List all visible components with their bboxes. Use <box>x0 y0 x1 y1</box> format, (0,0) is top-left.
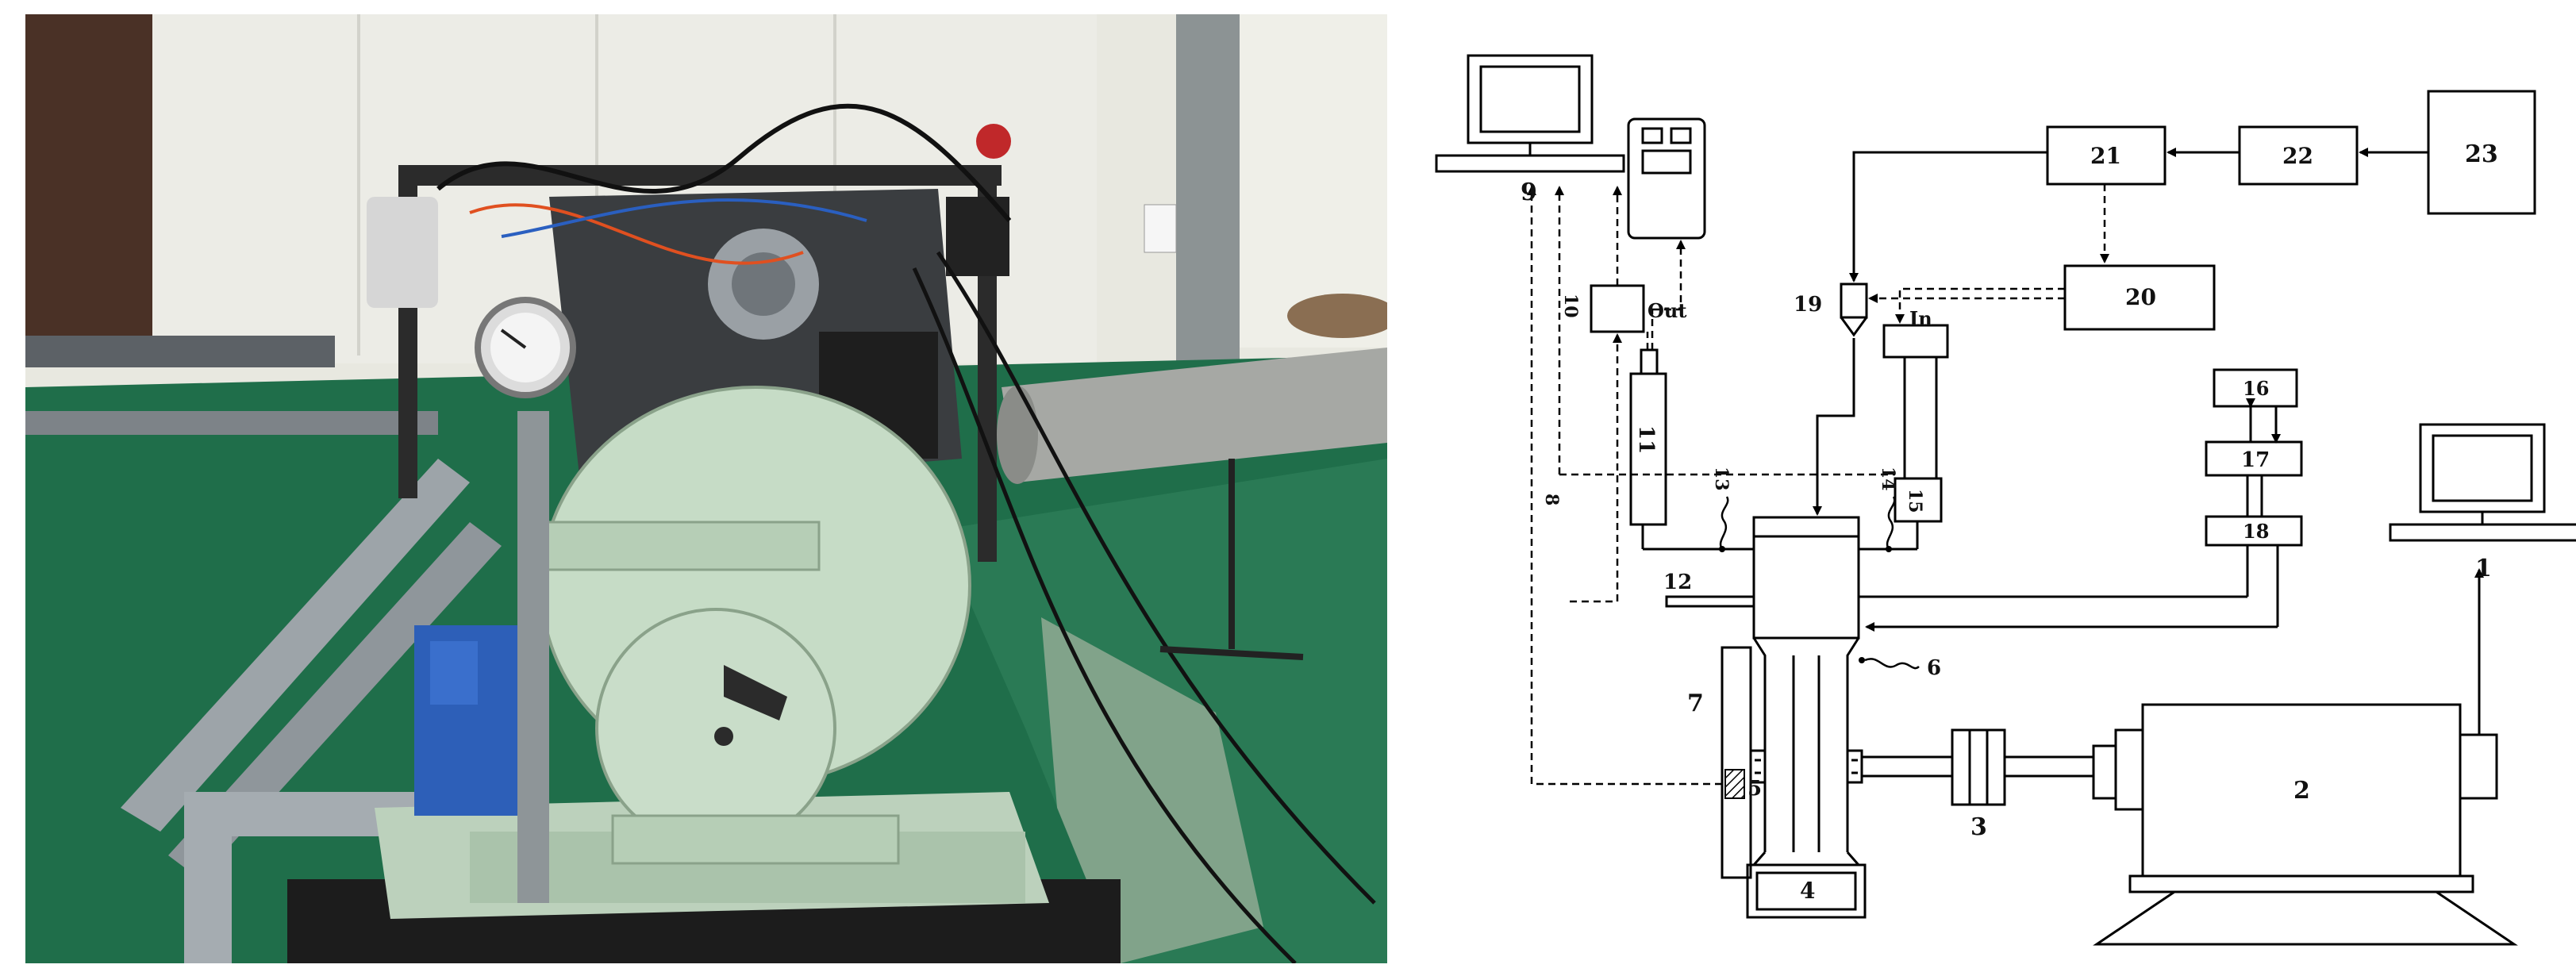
label-14: 14 <box>1878 467 1898 491</box>
door <box>25 14 152 348</box>
box-17 <box>2205 440 2303 477</box>
label-13: 13 <box>1711 467 1732 491</box>
pillar <box>1176 14 1240 363</box>
data-logger-device <box>1627 117 1706 240</box>
sensor-5 <box>1724 769 1745 799</box>
box-21 <box>2046 125 2167 186</box>
label-in: In <box>1909 307 1932 330</box>
box-22 <box>2238 125 2359 186</box>
ecu-box <box>367 197 438 308</box>
box-16 <box>2213 368 2298 408</box>
oil-pan-4 <box>1746 863 1867 919</box>
sensor-lead-13 <box>1719 496 1729 550</box>
label-17: 17 <box>2241 448 2270 472</box>
label-4: 4 <box>1800 878 1815 904</box>
label-19: 19 <box>1794 293 1822 317</box>
label-21: 21 <box>2090 143 2121 169</box>
label-15: 15 <box>1905 489 1925 513</box>
floor-pipe <box>25 336 335 367</box>
test-bench-photo <box>25 14 1387 963</box>
sensor-lead-14 <box>1886 496 1896 550</box>
label-8: 8 <box>1541 494 1562 505</box>
box-18 <box>2205 515 2303 547</box>
label-11: 11 <box>1634 425 1658 454</box>
label-12: 12 <box>1663 571 1692 594</box>
coupling-3 <box>1951 728 2006 806</box>
drain-pipe <box>121 459 470 832</box>
dynamometer-base <box>611 814 900 865</box>
wall-outlet <box>1144 204 1177 253</box>
sensor-lead-6 <box>1864 658 1920 670</box>
dynamometer-2 <box>2092 703 2518 946</box>
label-1: 1 <box>2475 555 2492 582</box>
injector-19 <box>1840 282 1868 337</box>
test-bench-schematic: 1 2 3 4 5 6 7 8 9 10 11 12 13 14 15 16 1… <box>1435 54 2576 946</box>
label-18: 18 <box>2243 520 2269 543</box>
label-out: Out <box>1647 299 1686 322</box>
label-2: 2 <box>2293 777 2310 805</box>
label-16: 16 <box>2243 377 2269 400</box>
exhaust-duct <box>1002 348 1387 482</box>
exhaust-drum <box>1287 294 1387 338</box>
label-22: 22 <box>2282 143 2313 169</box>
label-7: 7 <box>1687 690 1704 717</box>
label-9: 9 <box>1521 179 1537 206</box>
gauge-post <box>517 411 549 903</box>
label-10: 10 <box>1560 294 1581 318</box>
pc-monitor-9 <box>1435 54 1625 173</box>
cylinder-head <box>1752 516 1860 538</box>
flywheel-7 <box>1721 646 1752 879</box>
pc-monitor-1 <box>2389 423 2576 542</box>
label-6: 6 <box>1927 656 1941 680</box>
label-3: 3 <box>1970 813 1987 841</box>
dynamometer-hub <box>595 608 836 849</box>
sensor-bar-12 <box>1665 595 1755 608</box>
label-20: 20 <box>2125 284 2156 310</box>
box-10 <box>1590 284 1645 333</box>
engine-block <box>1752 535 1860 640</box>
label-23: 23 <box>2465 140 2498 168</box>
label-5: 5 <box>1747 777 1762 801</box>
